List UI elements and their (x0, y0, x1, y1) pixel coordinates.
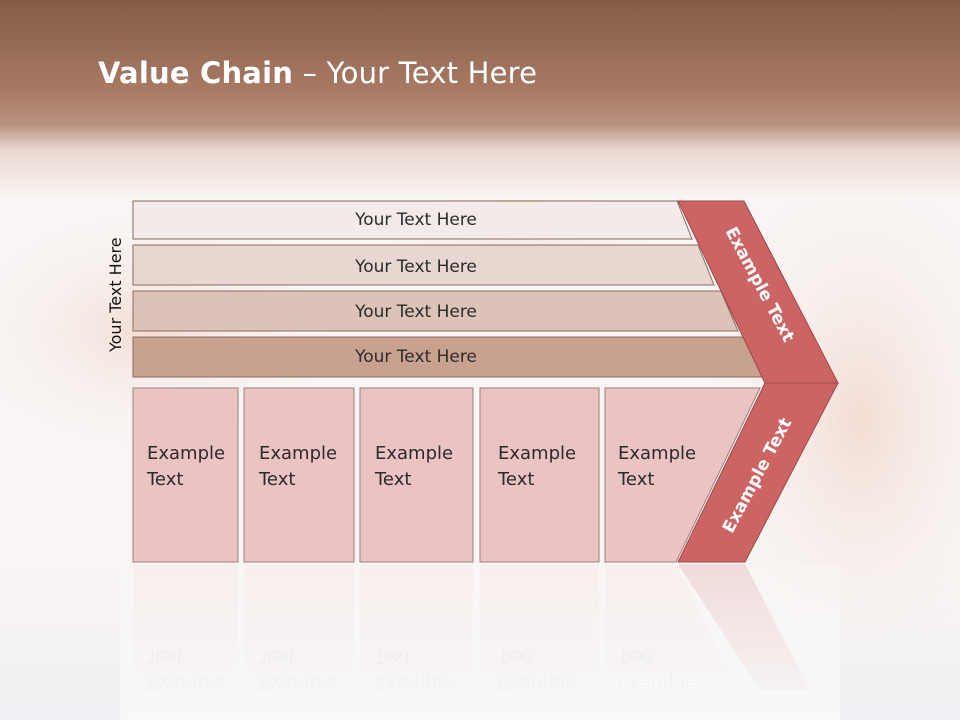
cell-1-box (243, 387, 355, 563)
cell-3-line2: Text (497, 469, 534, 490)
cell-4-box (604, 387, 761, 563)
cell-2-line1: Example (375, 443, 453, 464)
cell-2: Example Text (359, 387, 474, 563)
chevron-bottom (677, 382, 839, 563)
cell-3: Example Text (479, 387, 600, 563)
row-3: Your Text Here (132, 336, 763, 378)
cell-1-line1: Example (259, 443, 337, 464)
cell-1-line2: Text (258, 469, 295, 490)
cell-0-line2: Text (146, 469, 183, 490)
cell-2-box (359, 387, 474, 563)
cell-4-line1: Example (618, 443, 696, 464)
row-1-bar (132, 244, 715, 286)
cell-3-box (479, 387, 600, 563)
row-2: Your Text Here (132, 290, 739, 332)
cell-4-line2: Text (617, 469, 654, 490)
title-bold: Value Chain (98, 56, 294, 90)
cell-2-line2: Text (374, 469, 411, 490)
slide-title: Value Chain – Your Text Here (98, 56, 537, 90)
row-2-label: Your Text Here (354, 302, 477, 322)
row-1-label: Your Text Here (354, 257, 477, 277)
cell-0-line1: Example (147, 443, 225, 464)
row-0-bar (132, 200, 693, 240)
row-0: Your Text Here (132, 200, 693, 240)
cell-3-line1: Example (498, 443, 576, 464)
reflection: Example Text Example Text Example Text E… (120, 564, 840, 720)
vertical-label: Your Text Here (106, 237, 125, 353)
row-2-bar (132, 290, 739, 332)
cell-0-box (132, 387, 239, 563)
cell-0: Example Text (132, 387, 239, 563)
row-1: Your Text Here (132, 244, 715, 286)
title-rest: – Your Text Here (293, 56, 538, 90)
cell-1: Example Text (243, 387, 355, 563)
cell-4: Example Text (604, 387, 761, 563)
row-0-label: Your Text Here (354, 210, 477, 230)
row-3-label: Your Text Here (354, 347, 477, 367)
